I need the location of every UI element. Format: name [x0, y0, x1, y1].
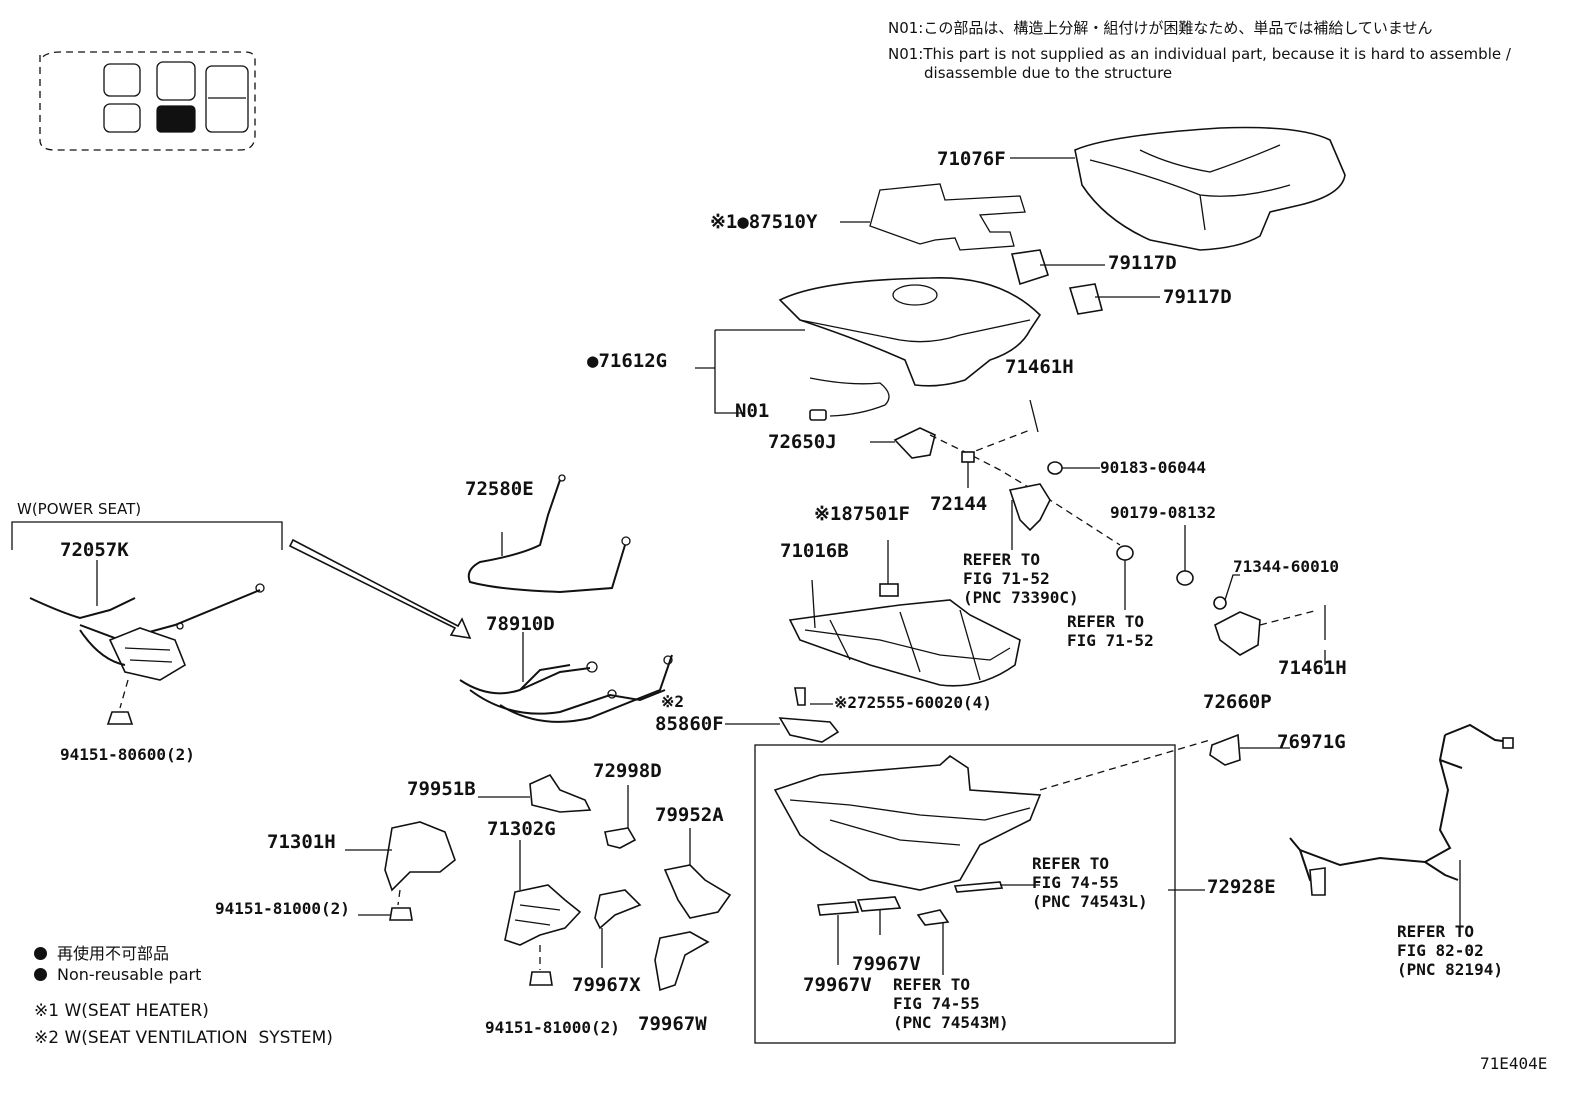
seat-frame-bracket [1008, 483, 1326, 665]
seat-wire-78910D [459, 632, 673, 723]
lower-cover-group-box [754, 739, 1211, 1044]
refer-fig-74-55-pnc-74543L: REFER TO FIG 74-55 (PNC 74543L) [1032, 854, 1148, 911]
direction-arrow [288, 538, 472, 640]
part-71344-60010-label: 71344-60010 [1233, 557, 1339, 576]
part-79117D-label-b: 79117D [1163, 286, 1232, 308]
seat-position-icon [39, 51, 256, 151]
part-71076F-label: 71076F [937, 148, 1006, 170]
nonreusable-dot-icon [34, 947, 47, 960]
trim-piece-76971G [1209, 733, 1290, 766]
seat-cover-79967W [654, 931, 710, 992]
part-90183-06044-label: 90183-06044 [1100, 458, 1206, 477]
part-79967X-label: 79967X [572, 974, 641, 996]
seat-cover-79952A [663, 828, 732, 919]
part-79952A-label: 79952A [655, 804, 724, 826]
seat-cushion-cover-shape [1010, 126, 1346, 251]
power-seat-motor-72057K [29, 560, 265, 725]
part-78910D-label: 78910D [486, 613, 555, 635]
seat-cover-79951B [478, 773, 592, 813]
part-79951B-label: 79951B [407, 778, 476, 800]
part-79967V-label-b: 79967V [803, 974, 872, 996]
note-n01-english-line2: disassemble due to the structure [924, 64, 1173, 82]
part-72555-60020-label: ※272555-60020(4) [834, 693, 992, 712]
note-n01-english-line1: N01:This part is not supplied as an indi… [888, 45, 1511, 63]
part-72660P-label: 72660P [1203, 691, 1272, 713]
part-72650J-label: 72650J [768, 431, 837, 453]
power-seat-group-bracket [11, 521, 283, 550]
part-85860F-mark: ※2 [661, 692, 685, 711]
part-94151-80600-label: 94151-80600(2) [60, 745, 195, 764]
seat-cushion-bracket-front [870, 399, 1121, 546]
refer-fig-82-02-pnc-82194: REFER TO FIG 82-02 (PNC 82194) [1397, 922, 1503, 979]
part-79967W-label: 79967W [638, 1013, 707, 1035]
seat-cushion-pad-shape [695, 276, 1042, 421]
part-85860F-label: 85860F [655, 713, 724, 735]
legend-nonreusable-en-text: Non-reusable part [57, 965, 202, 984]
wire-harness-82194 [1289, 723, 1514, 935]
part-87501F-label: ※187501F [814, 503, 910, 525]
part-71016B-label: 71016B [780, 540, 849, 562]
part-87510Y-label: ※1●87510Y [710, 211, 818, 233]
part-71302G-label: 71302G [487, 818, 556, 840]
seat-cushion-frame [788, 540, 1021, 687]
part-72928E-label: 72928E [1207, 876, 1276, 898]
seat-cover-71302G [504, 840, 582, 986]
part-94151-81000-label-b: 94151-81000(2) [485, 1018, 620, 1037]
seat-wire-72580E [467, 474, 631, 594]
part-79117D-label-a: 79117D [1108, 252, 1177, 274]
legend-nonreusable-en: Non-reusable part [34, 965, 201, 984]
seat-cover-79967X [594, 889, 642, 968]
part-79967V-label-a: 79967V [852, 953, 921, 975]
part-72580E-label: 72580E [465, 478, 534, 500]
power-seat-group-label: W(POWER SEAT) [17, 500, 142, 518]
nonreusable-dot-icon [34, 968, 47, 981]
legend-note-seat-heater: ※1 W(SEAT HEATER) [34, 1001, 209, 1021]
part-76971G-label: 76971G [1277, 731, 1346, 753]
note-n01-japanese: N01:この部品は、構造上分解・組付けが困難なため、単品では補給していません [888, 19, 1433, 37]
seat-side-cover-71301H [345, 821, 456, 921]
refer-fig-74-55-pnc-74543M: REFER TO FIG 74-55 (PNC 74543M) [893, 975, 1009, 1032]
cushion-pad-pieces [1010, 249, 1160, 315]
seat-cover-72998D [604, 785, 637, 849]
part-71461H-label-a: 71461H [1005, 356, 1074, 378]
seat-heater-shape [840, 183, 1026, 251]
part-72998D-label: 72998D [593, 760, 662, 782]
part-72144-label: 72144 [930, 493, 988, 515]
part-71301H-label: 71301H [267, 831, 336, 853]
legend-note-seat-ventilation: ※2 W(SEAT VENTILATION SYSTEM) [34, 1028, 333, 1048]
part-71461H-label-b: 71461H [1278, 657, 1347, 679]
legend-nonreusable-jp-text: 再使用不可部品 [57, 944, 170, 963]
legend-nonreusable-jp: 再使用不可部品 [34, 940, 169, 964]
part-90179-08132-label: 90179-08132 [1110, 503, 1216, 522]
refer-fig-71-52: REFER TO FIG 71-52 [1067, 612, 1154, 650]
figure-code: 71E404E [1480, 1054, 1548, 1073]
part-94151-81000-label-a: 94151-81000(2) [215, 899, 350, 918]
part-N01-label: N01 [735, 400, 770, 422]
ventilation-fan-85860F [725, 687, 840, 743]
part-72057K-label: 72057K [60, 539, 129, 561]
part-71612G-label: ●71612G [587, 350, 668, 372]
refer-fig-71-52-pnc-73390C: REFER TO FIG 71-52 (PNC 73390C) [963, 550, 1079, 607]
